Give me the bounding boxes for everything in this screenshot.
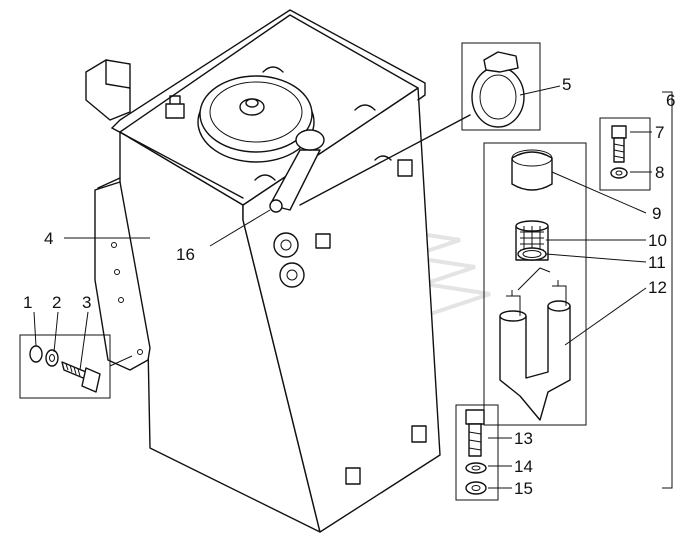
callout-10: 10: [648, 231, 667, 250]
callout-8: 8: [655, 163, 664, 182]
bolt-kit-left: [19, 334, 133, 399]
callout-13: 13: [514, 429, 533, 448]
leader-lines: [33, 85, 652, 489]
callout-4: 4: [44, 229, 53, 248]
callout-5: 5: [562, 75, 571, 94]
callout-14: 14: [514, 457, 533, 476]
callout-labels: 1 2 3 4 5 6 7 8 9 10 11 12 13 14 15 16: [23, 75, 675, 498]
filter-assembly: [455, 91, 673, 501]
fuel-tank: [85, 9, 441, 533]
callout-16: 16: [176, 245, 195, 264]
callout-12: 12: [648, 278, 667, 297]
callout-9: 9: [652, 204, 661, 223]
callout-1: 1: [23, 293, 32, 312]
callout-3: 3: [82, 293, 91, 312]
clamp-inset: [299, 42, 541, 206]
callout-6: 6: [666, 91, 675, 110]
callout-2: 2: [52, 293, 61, 312]
callout-15: 15: [514, 479, 533, 498]
callout-11: 11: [648, 253, 666, 272]
callout-7: 7: [655, 123, 664, 142]
